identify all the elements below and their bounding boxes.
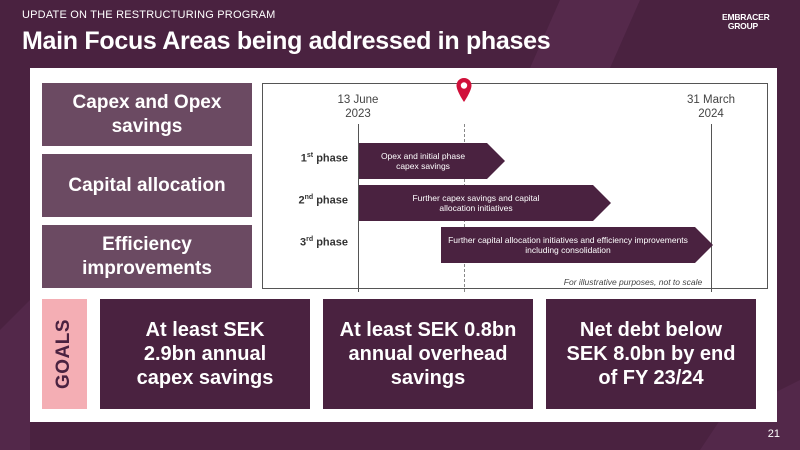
phase-2-label: 2nd phase: [291, 194, 348, 207]
phase-3-num: 3: [300, 236, 307, 249]
phase-1-word: phase: [316, 152, 348, 165]
end-line: [711, 124, 712, 292]
phase-2-text: Further capex savings and capital alloca…: [412, 193, 540, 213]
illustrative-footnote: For illustrative purposes, not to scale: [563, 277, 703, 287]
content-panel: Capex and Opex savings Capital allocatio…: [30, 68, 777, 422]
phase-2-word: phase: [316, 194, 348, 207]
end-date-label: 31 March 2024: [671, 93, 751, 121]
logo-line-2: GROUP: [727, 21, 758, 31]
start-date-label: 13 June 2023: [318, 93, 398, 121]
phase-1-suffix: st: [306, 152, 314, 159]
goal-3-text: Net debt below SEK 8.0bn by end of FY 23…: [566, 319, 736, 389]
focus-area-efficiency: Efficiency improvements: [42, 225, 252, 288]
phase-3-arrow: Further capital allocation initiatives a…: [441, 227, 713, 263]
location-pin-icon: [456, 78, 472, 102]
goal-2-text: At least SEK 0.8bn annual overhead savin…: [339, 319, 517, 389]
goal-capex-savings: At least SEK 2.9bn annual capex savings: [100, 299, 310, 409]
end-date: 31 March: [687, 94, 735, 106]
goals-label-tab: GOALS: [42, 299, 87, 409]
start-date: 13 June: [337, 94, 379, 106]
focus-area-capex-opex: Capex and Opex savings: [42, 83, 252, 146]
phase-2-num: 2: [298, 194, 305, 207]
logo-line-1: EMBRACER: [722, 12, 770, 22]
page-title: Main Focus Areas being addressed in phas…: [22, 27, 551, 55]
goal-net-debt: Net debt below SEK 8.0bn by end of FY 23…: [546, 299, 756, 409]
phase-3-word: phase: [316, 236, 348, 249]
goal-1-text: At least SEK 2.9bn annual capex savings: [136, 319, 274, 389]
page-number: 21: [767, 428, 780, 440]
phase-2-arrow: Further capex savings and capital alloca…: [359, 185, 611, 221]
goals-label: GOALS: [53, 318, 75, 390]
start-year: 2023: [345, 108, 371, 120]
focus-area-capital-allocation: Capital allocation: [42, 154, 252, 217]
phase-1-arrow: Opex and initial phase capex savings: [359, 143, 505, 179]
embracer-logo: EMBRACER GROUP: [722, 12, 770, 31]
end-year: 2024: [698, 108, 724, 120]
section-kicker: UPDATE ON THE RESTRUCTURING PROGRAM: [22, 9, 276, 21]
phase-timeline: 13 June 2023 31 March 2024 1st phase 2nd…: [262, 78, 768, 292]
phase-1-text: Opex and initial phase capex savings: [380, 151, 466, 171]
phase-3-text: Further capital allocation initiatives a…: [448, 235, 688, 255]
phase-2-suffix: nd: [304, 194, 314, 201]
phase-3-suffix: rd: [306, 236, 314, 243]
phase-1-num: 1: [300, 152, 307, 165]
goal-overhead-savings: At least SEK 0.8bn annual overhead savin…: [323, 299, 533, 409]
start-line: [358, 124, 359, 292]
phase-1-label: 1st phase: [291, 152, 348, 165]
phase-3-label: 3rd phase: [291, 236, 348, 249]
